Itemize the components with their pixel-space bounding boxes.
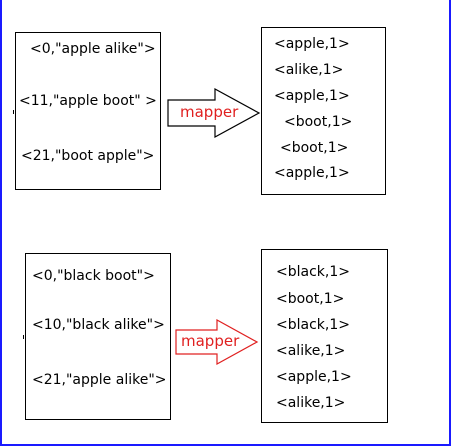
input-record: <0,"apple alike"> [30, 41, 156, 57]
input-record: <10,"black alike"> [32, 317, 165, 333]
output-pair: <alike,1> [276, 343, 346, 359]
output-pair: <boot,1> [280, 140, 349, 156]
output-pair: <boot,1> [276, 291, 345, 307]
output-pair: <black,1> [276, 317, 350, 333]
mapper-arrow-label: mapper [181, 332, 240, 350]
input-record: <21,"boot apple"> [21, 148, 155, 164]
mapper-arrow-label: mapper [180, 103, 239, 121]
output-pair: <apple,1> [276, 369, 352, 385]
input-box-2: <0,"black boot"> <10,"black alike"> <21,… [25, 253, 171, 420]
output-box-2: <black,1> <boot,1> <black,1> <alike,1> <… [261, 249, 388, 423]
mapper-arrow-2 [175, 319, 259, 365]
input-record: <0,"black boot"> [32, 268, 155, 284]
input-box-1: <0,"apple alike"> <11,"apple boot" > <21… [15, 32, 161, 190]
output-pair: <apple,1> [274, 36, 350, 52]
output-pair: <apple,1> [274, 165, 350, 181]
output-pair: <apple,1> [274, 88, 350, 104]
input-record: <11,"apple boot" > [19, 93, 157, 109]
input-record: <21,"apple alike"> [32, 372, 167, 388]
output-pair: <black,1> [276, 264, 350, 280]
tick-mark [13, 110, 14, 114]
tick-mark [23, 335, 24, 339]
output-pair: <alike,1> [276, 395, 346, 411]
output-pair: <alike,1> [274, 62, 344, 78]
mapper-arrow-1 [167, 88, 261, 138]
output-box-1: <apple,1> <alike,1> <apple,1> <boot,1> <… [261, 27, 386, 195]
output-pair: <boot,1> [284, 114, 353, 130]
